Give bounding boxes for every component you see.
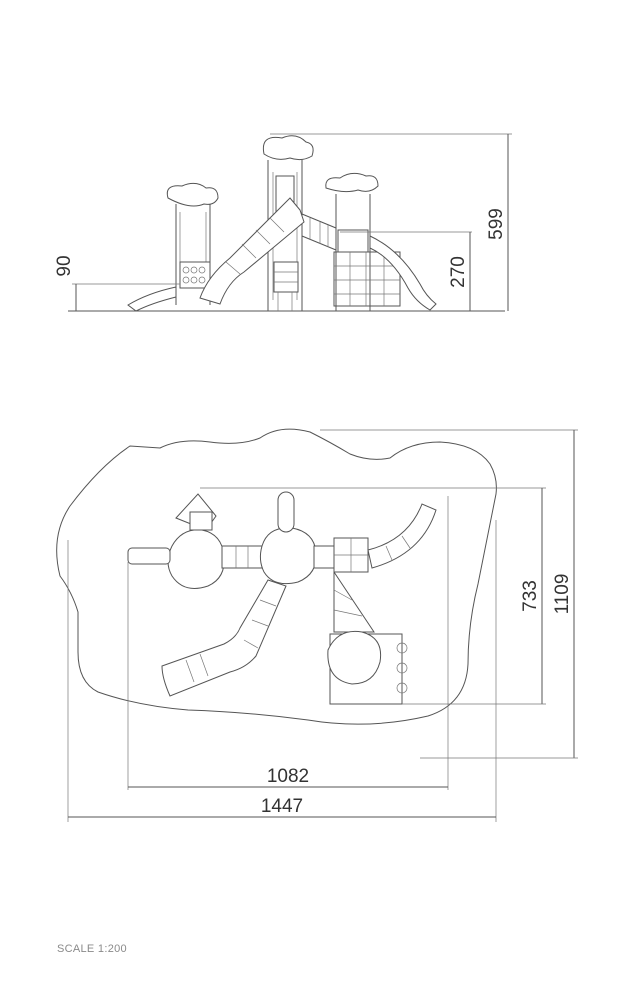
- right-tower: [301, 172, 437, 311]
- dim-total-height: 599: [486, 208, 507, 240]
- dim-platform-high: 270: [448, 256, 469, 288]
- dim-total-width: 1447: [261, 796, 303, 817]
- plan-dimensions: [67, 429, 578, 822]
- plan-center-platform: [259, 527, 317, 585]
- dim-platform-low: 90: [54, 255, 75, 276]
- plan-tube-slide: [161, 579, 287, 697]
- elevation-dimensions: [72, 133, 512, 311]
- elevation-view: 599 270 90: [54, 133, 512, 312]
- dim-total-depth: 1109: [552, 574, 573, 615]
- safety-zone-outline: [56, 428, 497, 725]
- plan-view: 733 1109 1082 1447: [56, 428, 578, 822]
- dim-equipment-width: 1082: [267, 766, 309, 787]
- dim-equipment-depth: 733: [520, 580, 541, 612]
- plan-left-platform: [167, 529, 225, 589]
- scale-label: SCALE 1:200: [57, 943, 127, 955]
- tube-slide: [199, 197, 305, 305]
- plan-climbing-net: [333, 570, 375, 633]
- left-tower: [127, 182, 219, 312]
